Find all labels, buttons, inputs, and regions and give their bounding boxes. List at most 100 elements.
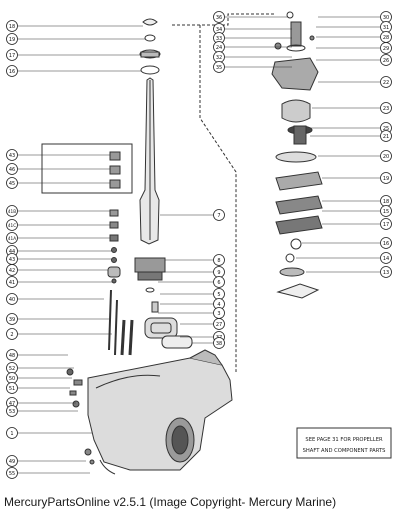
right-callout-5-circle bbox=[213, 61, 225, 73]
left-callout-23-circle bbox=[6, 427, 18, 439]
left-callout-10-label: 44 bbox=[9, 249, 15, 255]
left-callout-0-label: 18 bbox=[9, 24, 15, 30]
left-callout-2-label: 17 bbox=[9, 53, 15, 59]
center-callout-4-label: 5 bbox=[217, 292, 220, 298]
left-callout-6-circle bbox=[6, 177, 18, 189]
right-callout-4-label: 32 bbox=[216, 55, 222, 61]
left-callout-17-circle bbox=[6, 349, 18, 361]
right-callout-21-circle bbox=[380, 252, 392, 264]
right-callout-2-label: 33 bbox=[216, 36, 222, 42]
footer-caption: MercuryPartsOnline v2.5.1 (Image Copyrig… bbox=[4, 495, 337, 509]
right-callout-14-circle bbox=[380, 130, 392, 142]
right-callout-13-label: 25 bbox=[383, 126, 389, 132]
right-callout-16-label: 19 bbox=[383, 176, 389, 182]
right-callout-5-label: 35 bbox=[216, 65, 222, 71]
center-callout-6-label: 3 bbox=[217, 311, 220, 317]
right-callout-14-label: 21 bbox=[383, 134, 389, 140]
left-callout-7-circle bbox=[6, 205, 18, 217]
center-callout-0-label: 7 bbox=[217, 213, 220, 219]
right-callout-18-label: 15 bbox=[383, 209, 389, 215]
right-callout-20-label: 16 bbox=[383, 241, 389, 247]
left-callout-22-circle bbox=[6, 405, 18, 417]
left-callout-7-label: 41B bbox=[8, 209, 16, 214]
propeller-note-box: SEE PAGE 31 FOR PROPELLER SHAFT AND COMP… bbox=[296, 427, 392, 459]
left-callout-22-label: 53 bbox=[9, 409, 15, 415]
right-callout-22-label: 13 bbox=[383, 270, 389, 276]
left-callout-12-circle bbox=[6, 264, 18, 276]
left-callout-14-circle bbox=[6, 293, 18, 305]
center-callout-3-circle bbox=[213, 276, 225, 288]
left-callout-4-label: 43 bbox=[9, 153, 15, 159]
left-callout-16-circle bbox=[6, 328, 18, 340]
left-callouts: 1819171643464541B41C41A44434241403924852… bbox=[6, 20, 145, 479]
left-callout-5-circle bbox=[6, 163, 18, 175]
left-callout-9-label: 41A bbox=[8, 236, 16, 241]
left-callout-6-label: 45 bbox=[9, 181, 15, 187]
right-callout-18-circle bbox=[380, 205, 392, 217]
left-callout-16-label: 2 bbox=[10, 332, 13, 338]
right-callout-20-circle bbox=[380, 237, 392, 249]
left-callout-19-label: 50 bbox=[9, 376, 15, 382]
right-callout-7-label: 31 bbox=[383, 25, 389, 31]
left-callout-0-circle bbox=[6, 20, 18, 32]
left-callout-4-circle bbox=[6, 149, 18, 161]
center-callout-9-circle bbox=[213, 337, 225, 349]
left-callout-11-label: 43 bbox=[9, 257, 15, 263]
dashed-reference-line bbox=[172, 13, 276, 372]
left-callout-23-label: 1 bbox=[10, 431, 13, 437]
left-callout-8-label: 41C bbox=[8, 223, 16, 228]
left-callout-1-circle bbox=[6, 33, 18, 45]
right-callout-10-circle bbox=[380, 54, 392, 66]
note-line-1: SEE PAGE 31 FOR PROPELLER bbox=[305, 437, 383, 443]
left-callout-15-circle bbox=[6, 313, 18, 325]
note-line-2: SHAFT AND COMPONENT PARTS bbox=[303, 448, 386, 454]
right-callout-17-label: 18 bbox=[383, 199, 389, 205]
center-callout-2-label: 9 bbox=[217, 270, 220, 276]
right-callout-11-label: 22 bbox=[383, 80, 389, 86]
left-callout-25-circle bbox=[6, 467, 18, 479]
center-callout-1-circle bbox=[213, 254, 225, 266]
part-drawings bbox=[41, 11, 323, 475]
right-callout-6-label: 30 bbox=[383, 15, 389, 21]
right-callout-12-circle bbox=[380, 102, 392, 114]
left-callout-20-label: 51 bbox=[9, 386, 15, 392]
right-callout-0-label: 36 bbox=[216, 15, 222, 21]
left-callout-1-label: 19 bbox=[9, 37, 15, 43]
right-callout-19-label: 17 bbox=[383, 222, 389, 228]
left-callout-5-label: 46 bbox=[9, 167, 15, 173]
center-callout-3-label: 6 bbox=[217, 280, 220, 286]
left-callout-8-circle bbox=[6, 219, 18, 231]
right-callout-21-label: 14 bbox=[383, 256, 389, 262]
right-callouts: 3634332432353031282926222325212019181517… bbox=[213, 11, 392, 278]
left-callout-13-circle bbox=[6, 276, 18, 288]
left-callout-20-circle bbox=[6, 382, 18, 394]
right-callout-3-label: 24 bbox=[216, 45, 222, 51]
right-callout-22-circle bbox=[380, 266, 392, 278]
center-callout-9-label: 38 bbox=[216, 341, 222, 347]
right-callout-15-label: 20 bbox=[383, 154, 389, 160]
left-callout-15-label: 39 bbox=[9, 317, 15, 323]
left-callout-3-label: 16 bbox=[9, 69, 15, 75]
left-callout-24-circle bbox=[6, 455, 18, 467]
left-callout-18-label: 52 bbox=[9, 366, 15, 372]
center-callout-5-label: 4 bbox=[217, 302, 220, 308]
left-callout-17-label: 48 bbox=[9, 353, 15, 359]
left-callout-24-label: 49 bbox=[9, 459, 15, 465]
left-callout-9-circle bbox=[6, 232, 18, 244]
right-callout-11-circle bbox=[380, 76, 392, 88]
exploded-parts-diagram: 1819171643464541B41C41A44434241403924852… bbox=[6, 11, 392, 479]
left-callout-3-circle bbox=[6, 65, 18, 77]
center-callouts: 7896543273738 bbox=[158, 209, 225, 349]
center-callout-7-circle bbox=[213, 318, 225, 330]
left-callout-21-label: 47 bbox=[9, 401, 15, 407]
right-callout-10-label: 26 bbox=[383, 58, 389, 64]
left-callout-12-label: 42 bbox=[9, 268, 15, 274]
right-callout-12-label: 23 bbox=[383, 106, 389, 112]
right-callout-0-circle bbox=[213, 11, 225, 23]
right-callout-9-label: 29 bbox=[383, 46, 389, 52]
right-callout-15-circle bbox=[380, 150, 392, 162]
center-callout-1-label: 8 bbox=[217, 258, 220, 264]
left-callout-25-label: 55 bbox=[9, 471, 15, 477]
left-callout-2-circle bbox=[6, 49, 18, 61]
